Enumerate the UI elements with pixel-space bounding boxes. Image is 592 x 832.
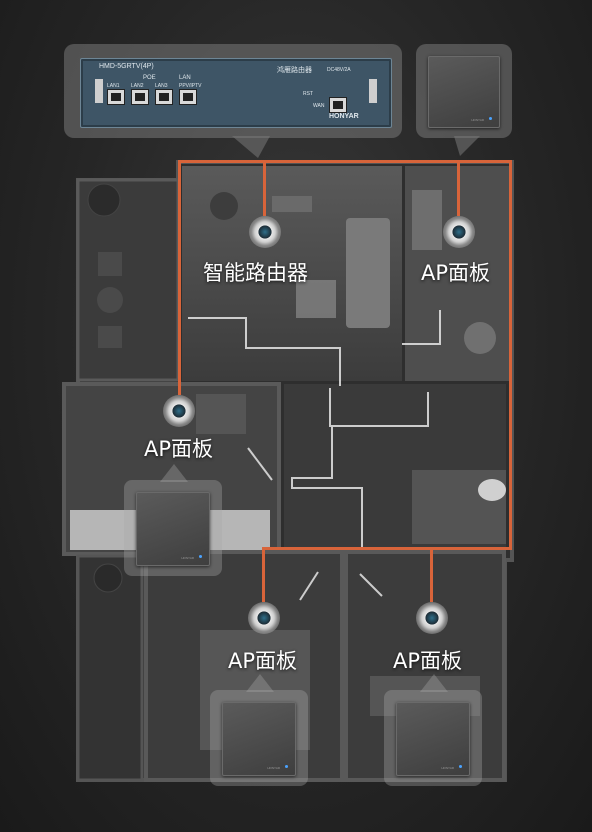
wire-ap-top-right bbox=[457, 160, 460, 216]
ap-panel-top-right: HONYAR bbox=[428, 56, 500, 128]
ap-led bbox=[285, 765, 288, 768]
router-lan-label: LAN bbox=[179, 75, 191, 81]
wire-drop-right bbox=[430, 547, 433, 602]
ap-left-callout-tail bbox=[160, 464, 188, 482]
router-name: 鸿雁路由器 bbox=[277, 67, 312, 74]
router-poe-in: DC48V/2A bbox=[327, 67, 351, 73]
ap-panel-left: HONYAR bbox=[136, 492, 210, 566]
wire-right bbox=[509, 160, 512, 550]
router-poe-label: POE bbox=[143, 75, 156, 81]
signal-trails bbox=[188, 310, 441, 601]
sofa bbox=[346, 218, 390, 328]
router-wan: WAN bbox=[313, 103, 325, 109]
ap-left-label: AP面板 bbox=[144, 437, 214, 461]
ap-led bbox=[459, 765, 462, 768]
wire-top bbox=[178, 160, 512, 163]
ap-led bbox=[489, 117, 492, 120]
port-label-1: LAN1 bbox=[107, 83, 120, 89]
ap-led bbox=[199, 555, 202, 558]
port-label-3: LAN3 bbox=[155, 83, 168, 89]
lan-port-2 bbox=[131, 89, 149, 105]
wire-drop-left bbox=[262, 547, 265, 602]
ap-panel-bottom-right: HONYAR bbox=[396, 702, 470, 776]
port-label-2: LAN2 bbox=[131, 83, 144, 89]
lan-port-1 bbox=[107, 89, 125, 105]
ap-bottom-right-callout-tail bbox=[420, 674, 448, 692]
router-callout-tail bbox=[232, 136, 270, 158]
router-signal-icon bbox=[249, 216, 281, 248]
ap-top-right-label: AP面板 bbox=[421, 261, 491, 285]
ap-bottom-right-label: AP面板 bbox=[393, 649, 463, 673]
ap-bottom-left-signal-icon bbox=[248, 602, 280, 634]
router-bracket-left bbox=[95, 79, 103, 103]
lan-port-4 bbox=[179, 89, 197, 105]
router-reset: RST bbox=[303, 91, 313, 97]
wire-router bbox=[263, 160, 266, 216]
wan-port bbox=[329, 97, 347, 113]
router-bracket bbox=[369, 79, 377, 103]
bedroom-right bbox=[344, 550, 506, 782]
router-device: HMD-5GRTV(4P) POE LAN LAN1 LAN2 LAN3 PPV… bbox=[80, 58, 392, 128]
ap-top-right-callout-tail bbox=[454, 136, 480, 156]
ap-top-right-signal-icon bbox=[443, 216, 475, 248]
lan-port-3 bbox=[155, 89, 173, 105]
wire-left bbox=[178, 160, 181, 395]
port-label-4: PPV/IPTV bbox=[179, 83, 202, 89]
router-label: 智能路由器 bbox=[203, 261, 308, 285]
router-brand: HONYAR bbox=[329, 113, 359, 120]
ap-left-signal-icon bbox=[163, 395, 195, 427]
wire-bottom bbox=[262, 547, 512, 550]
ap-bottom-left-callout-tail bbox=[246, 674, 274, 692]
ap-panel-bottom-left: HONYAR bbox=[222, 702, 296, 776]
ap-bottom-left-label: AP面板 bbox=[228, 649, 298, 673]
router-model: HMD-5GRTV(4P) bbox=[99, 63, 154, 70]
ap-bottom-right-signal-icon bbox=[416, 602, 448, 634]
